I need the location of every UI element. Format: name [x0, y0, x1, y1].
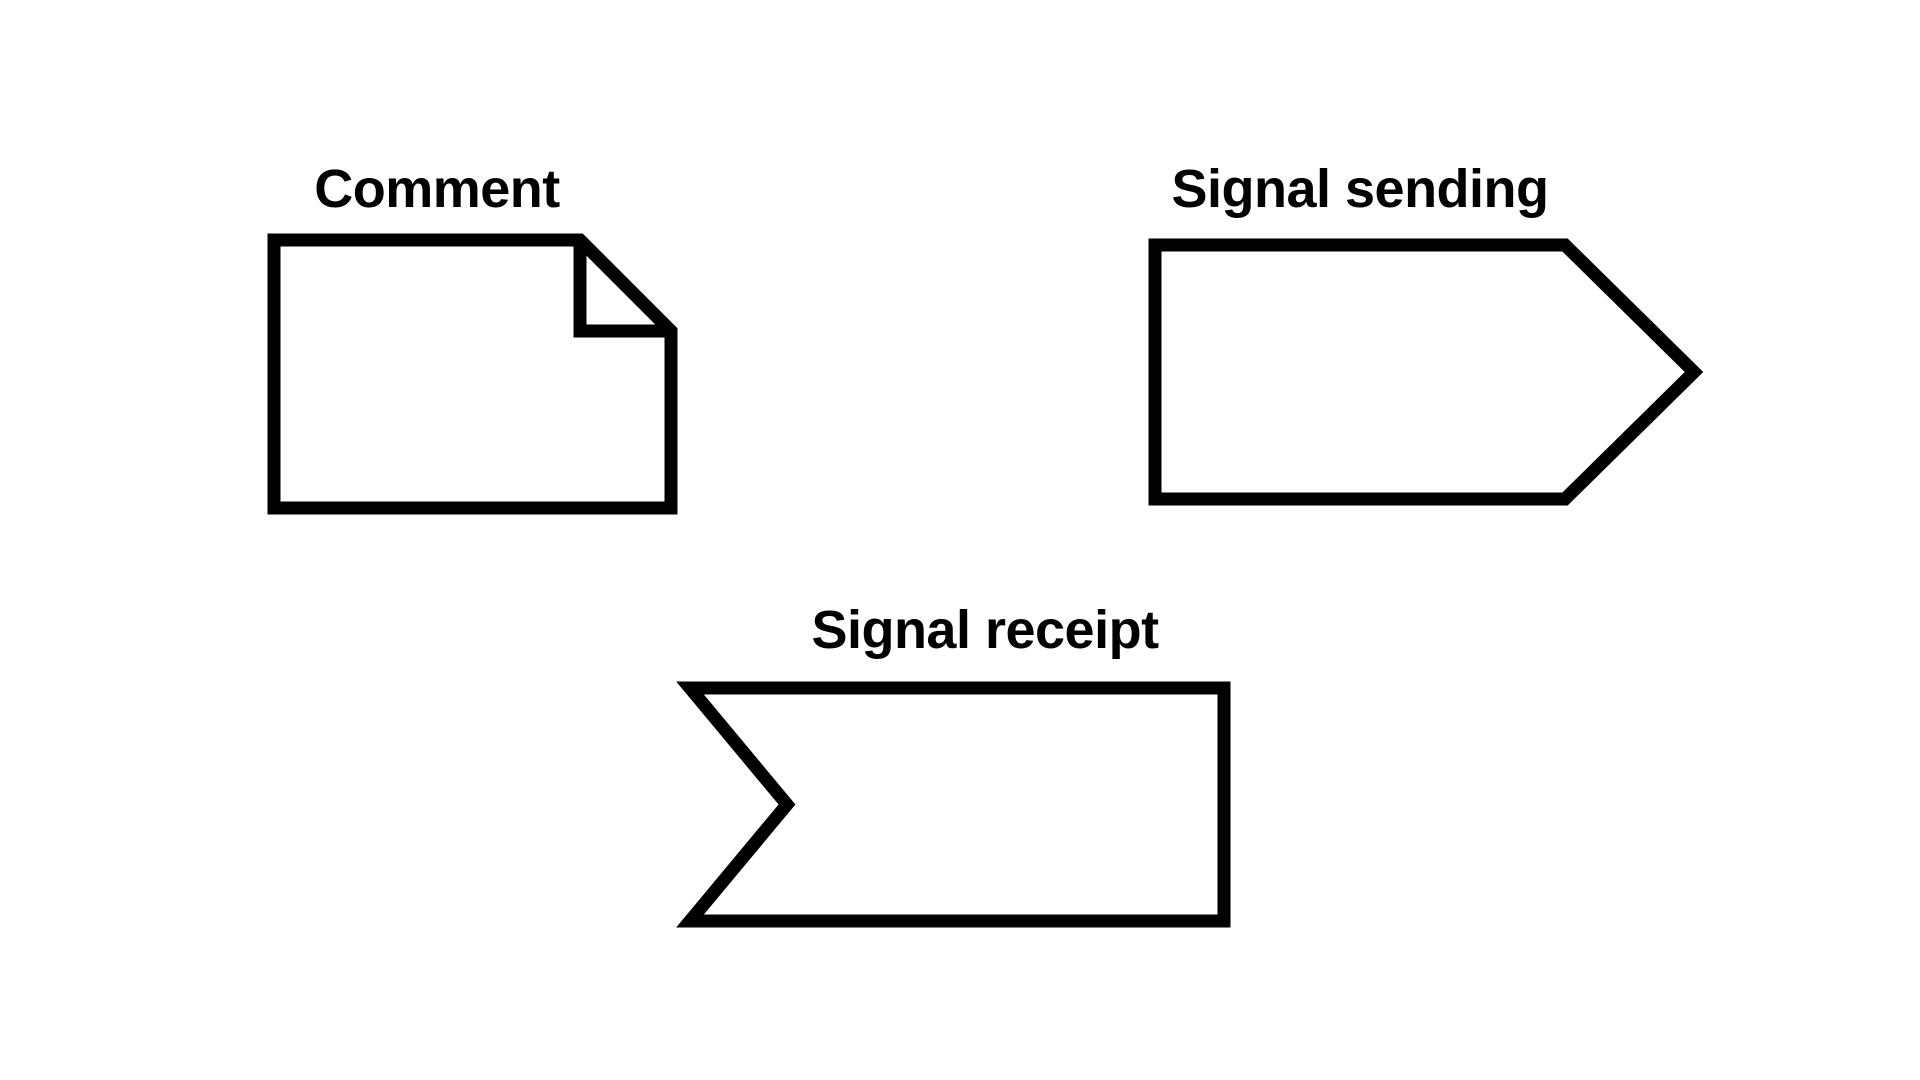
- comment-shape: [267, 233, 678, 515]
- comment-note-fold-line: [573, 240, 671, 338]
- signal-receipt-outline: [676, 681, 1231, 928]
- signal-receipt-shape: [676, 681, 1231, 928]
- signal-receipt-label: Signal receipt: [811, 600, 1159, 660]
- signal-sending-label: Signal sending: [1171, 159, 1549, 219]
- signal-sending-shape: [1148, 238, 1704, 506]
- comment-note-outline: [267, 233, 678, 515]
- comment-label: Comment: [314, 159, 560, 219]
- signal-sending-outline: [1148, 238, 1704, 506]
